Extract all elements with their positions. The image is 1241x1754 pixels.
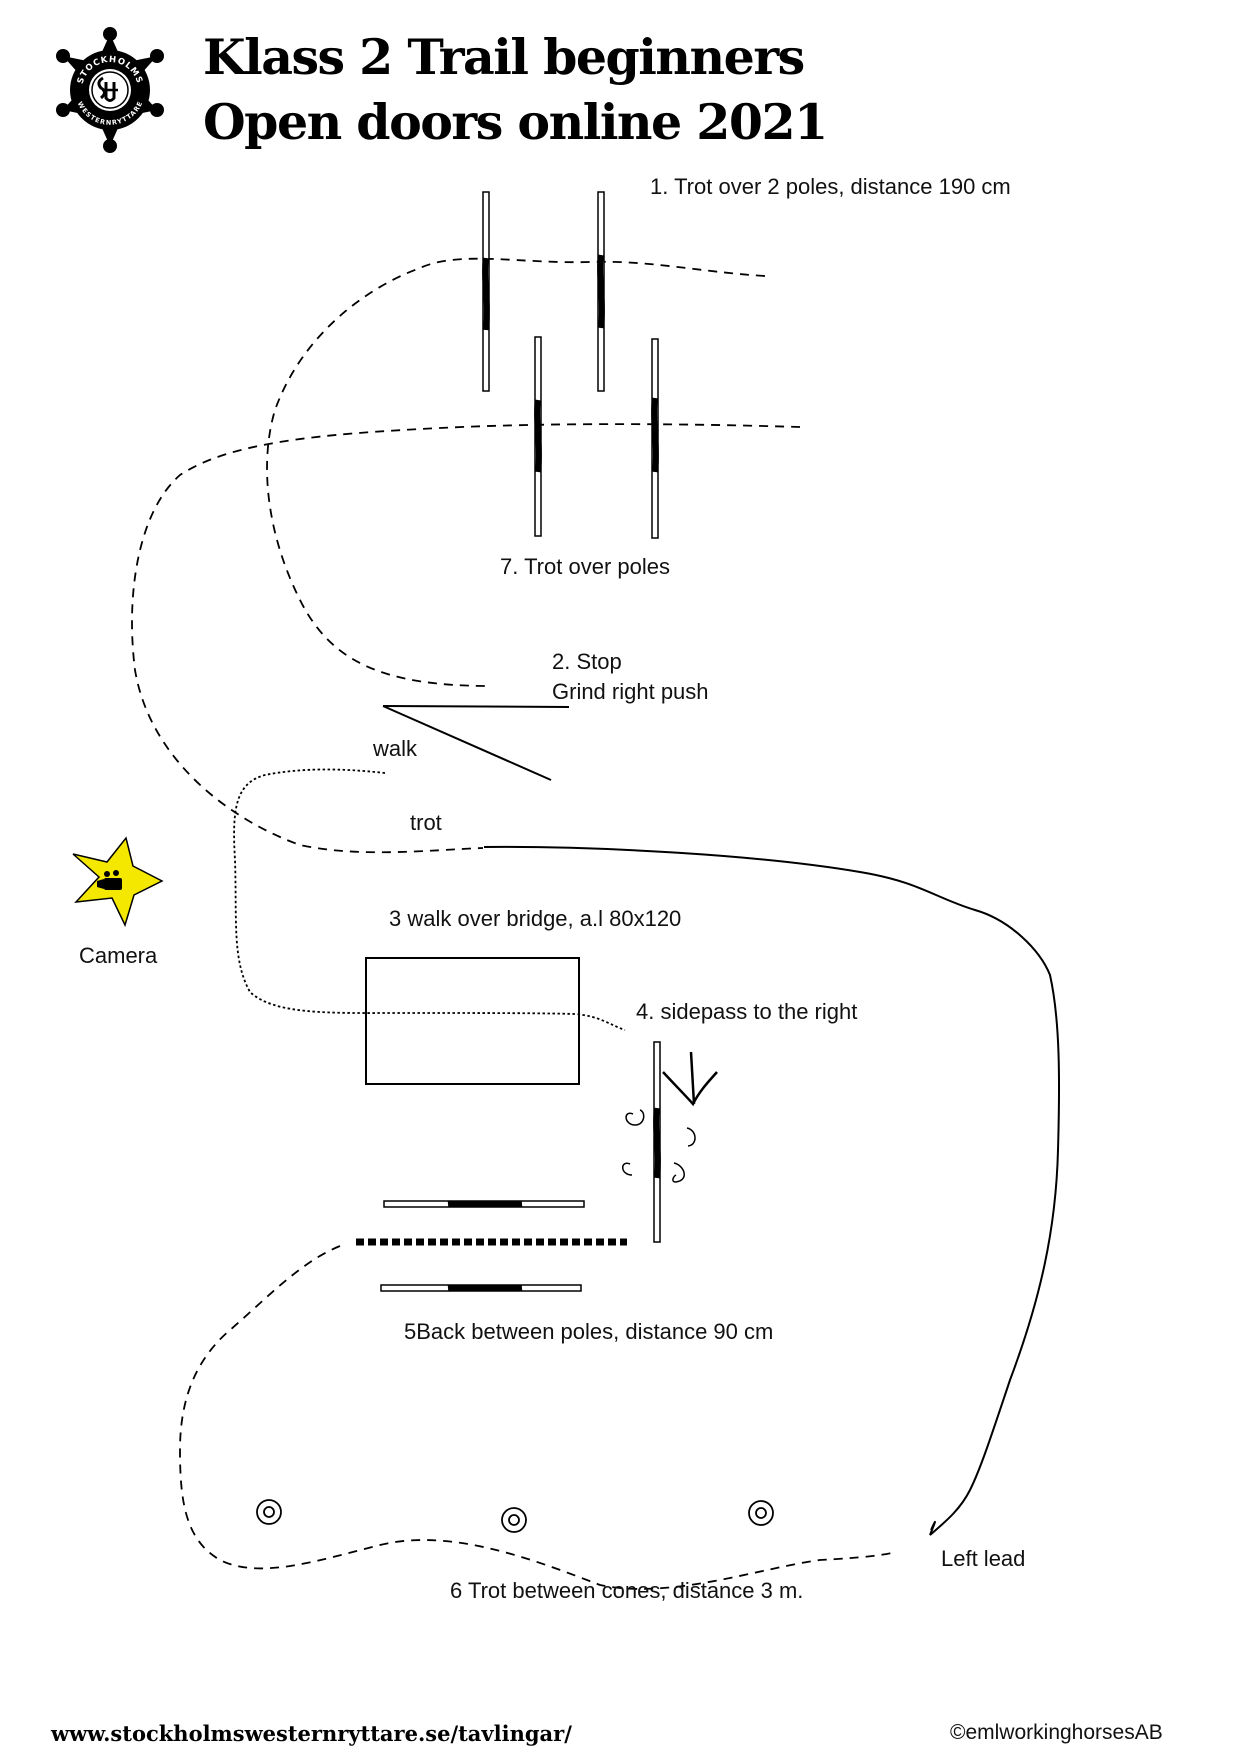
gate-obstacle	[382, 705, 570, 781]
label-camera: Camera	[79, 943, 158, 968]
label-obstacle-5: 5Back between poles, distance 90 cm	[404, 1319, 774, 1344]
poles-obstacle-1	[482, 191, 605, 392]
label-walk: walk	[373, 736, 418, 761]
label-obstacle-6: 6 Trot between cones, distance 3 m.	[450, 1578, 804, 1603]
label-left-lead: Left lead	[941, 1546, 1026, 1571]
cones-obstacle	[256, 1499, 774, 1533]
label-obstacle-1: 1. Trot over 2 poles, distance 190 cm	[650, 174, 1011, 199]
club-logo: STOCKHOLMS WESTERNRYTTARE	[56, 27, 164, 153]
camera-star-icon	[72, 836, 164, 928]
route-lope-solid	[483, 845, 1061, 1536]
label-obstacle-2-stop: 2. Stop	[552, 649, 622, 674]
route-trot-first-poles	[266, 257, 766, 687]
bridge-obstacle	[365, 957, 580, 1085]
poles-obstacle-7	[534, 336, 659, 539]
cone-icon	[748, 1500, 774, 1526]
label-obstacle-2-grind: Grind right push	[552, 679, 709, 704]
label-obstacle-4: 4. sidepass to the right	[636, 999, 858, 1024]
route-walk-dotted	[233, 768, 626, 1031]
hoofprints-icon	[622, 1109, 696, 1183]
route-trot-cones	[179, 1245, 897, 1590]
label-trot: trot	[410, 810, 442, 835]
label-obstacle-7: 7. Trot over poles	[500, 554, 670, 579]
back-through-obstacle	[356, 1200, 627, 1292]
page-title-line-2: Open doors online 2021	[203, 93, 828, 151]
footer-copyright: ©emlworkinghorsesAB	[950, 1721, 1163, 1744]
arrow-down-icon	[662, 1051, 718, 1107]
route-trot-loop	[131, 423, 801, 854]
sidepass-obstacle	[622, 1041, 718, 1243]
footer-url[interactable]: www.stockholmswesternryttare.se/tavlinga…	[51, 1721, 572, 1746]
cone-icon	[501, 1507, 527, 1533]
cone-icon	[256, 1499, 282, 1525]
page-title-line-1: Klass 2 Trail beginners	[203, 28, 805, 86]
label-obstacle-3: 3 walk over bridge, a.l 80x120	[389, 906, 682, 931]
